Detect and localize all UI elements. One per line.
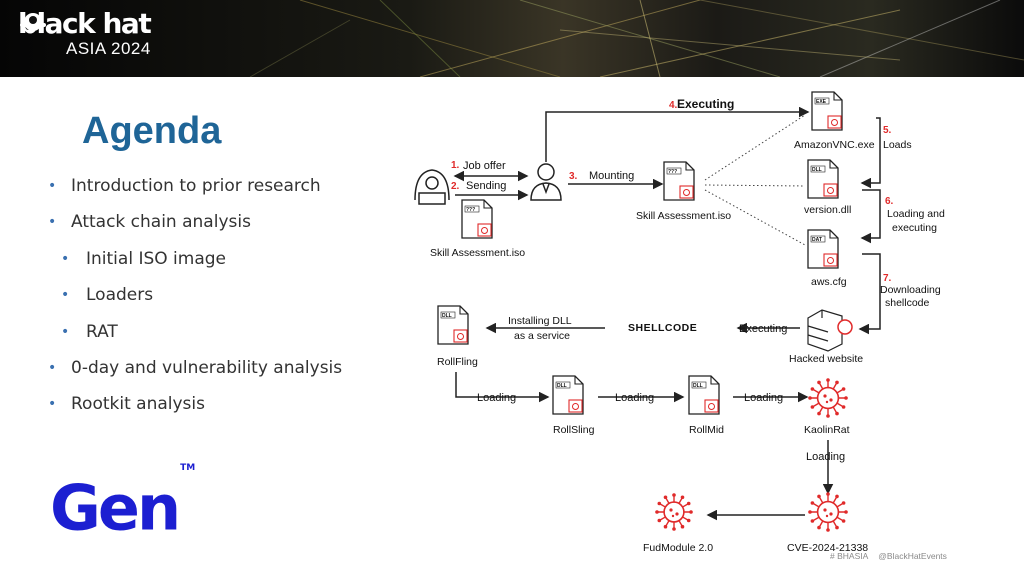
bullet-icon: • xyxy=(48,359,57,376)
virus-icon-cve xyxy=(808,492,848,532)
installing-label-line1: Installing DLL xyxy=(508,315,572,327)
bullet-icon: • xyxy=(48,178,57,194)
footer: # BHASIA @BlackHatEvents xyxy=(830,551,957,561)
recruiter-icon xyxy=(530,163,562,201)
rollfling-label: RollFling xyxy=(437,356,478,368)
step-6-label-line1: Loading and xyxy=(887,208,945,220)
file-type-tag: ??? xyxy=(668,169,677,175)
amazonvnc-label: AmazonVNC.exe xyxy=(794,139,875,151)
bullet-icon: • xyxy=(61,250,70,267)
file-type-tag: DLL xyxy=(812,167,822,173)
step-4-label: Executing xyxy=(677,97,734,111)
kaolinrat-label: KaolinRat xyxy=(804,424,850,436)
step-7-number: 7. xyxy=(883,273,892,284)
cve-label: CVE-2024-21338 xyxy=(787,542,868,554)
loading-label-4: Loading xyxy=(806,451,845,463)
step-1-label: Job offer xyxy=(463,160,506,172)
step-7-label-line1: Downloading xyxy=(880,284,941,296)
downloading-arrow xyxy=(858,253,881,335)
step-2-number: 2. xyxy=(451,181,460,192)
file-icon-iso_mounted: ??? xyxy=(663,161,695,201)
awscfg-label: aws.cfg xyxy=(811,276,847,288)
blackhat-logo: black hat ASIA 2024 xyxy=(18,10,152,58)
banner-background xyxy=(249,0,1024,77)
server-icon xyxy=(807,309,853,352)
step-6-number: 6. xyxy=(885,196,894,207)
step-3-number: 3. xyxy=(569,171,578,182)
agenda-item-text: Introduction to prior research xyxy=(71,176,321,196)
file-type-tag: DLL xyxy=(442,313,452,319)
footer-hashtag: # BHASIA xyxy=(830,551,869,561)
iso-mounted-label: Skill Assessment.iso xyxy=(636,210,731,222)
shellcode-label: SHELLCODE xyxy=(628,322,697,334)
loading-label-3: Loading xyxy=(744,392,783,404)
hacked-website-label: Hacked website xyxy=(789,353,863,365)
agenda-subitem-text: Loaders xyxy=(86,285,154,306)
loading-label-1: Loading xyxy=(477,392,516,404)
rollsling-label: RollSling xyxy=(553,424,595,436)
footer-handle: @BlackHatEvents xyxy=(878,551,947,561)
file-type-tag: DLL xyxy=(693,383,703,389)
executing-arrow xyxy=(545,106,810,162)
bullet-icon: • xyxy=(48,214,57,231)
logo-event: ASIA 2024 xyxy=(66,39,151,58)
loads-arrow xyxy=(860,117,881,189)
step-5-number: 5. xyxy=(883,125,892,136)
virus-icon-kaolinrat xyxy=(808,378,848,418)
iso-contents-lines xyxy=(704,114,806,246)
fudmodule-label: FudModule 2.0 xyxy=(643,542,713,554)
rollmid-label: RollMid xyxy=(689,424,724,436)
gen-logo: GenTM xyxy=(50,463,196,549)
file-icon-rollfling: DLL xyxy=(437,305,469,345)
agenda-subitem-text: Initial ISO image xyxy=(86,248,226,269)
step-5-label: Loads xyxy=(883,139,912,151)
file-type-tag: DAT xyxy=(812,237,822,243)
iso-sent-label: Skill Assessment.iso xyxy=(430,247,525,259)
step-7-label-line2: shellcode xyxy=(885,297,930,309)
file-type-tag: DLL xyxy=(557,383,567,389)
agenda-item-text: Rootkit analysis xyxy=(71,394,205,415)
file-icon-rollmid: DLL xyxy=(688,375,720,415)
executing-label: Executing xyxy=(739,323,787,335)
file-icon-rollsling: DLL xyxy=(552,375,584,415)
gen-logo-text: Gen xyxy=(50,471,181,545)
step-2-label: Sending xyxy=(466,180,506,192)
file-type-tag: ??? xyxy=(466,207,475,213)
bullet-icon: • xyxy=(61,287,70,304)
bullet-icon: • xyxy=(48,396,57,413)
header-banner: black hat ASIA 2024 xyxy=(0,0,1024,77)
hat-icon xyxy=(20,13,46,31)
file-icon-versiondll: DLL xyxy=(807,159,839,199)
loading-arrow-1 xyxy=(455,372,550,403)
gen-logo-tm: TM xyxy=(180,463,196,473)
agenda-subitem-text: RAT xyxy=(86,321,118,342)
installing-label-line2: as a service xyxy=(514,330,570,342)
step-1-number: 1. xyxy=(451,160,460,171)
loading-executing-arrow xyxy=(860,189,881,244)
step-3-label: Mounting xyxy=(589,170,634,182)
versiondll-label: version.dll xyxy=(804,204,851,216)
agenda-item-text: 0-day and vulnerability analysis xyxy=(71,357,343,378)
loading-label-2: Loading xyxy=(615,392,654,404)
file-type-tag: EXE xyxy=(816,99,827,105)
step-4-number: 4. xyxy=(669,100,678,111)
file-icon-iso_sent: ??? xyxy=(461,199,493,239)
bullet-icon: • xyxy=(61,323,70,340)
agenda-item-text: Attack chain analysis xyxy=(71,212,251,233)
virus-icon-fudmodule xyxy=(655,493,693,531)
hacker-icon xyxy=(414,169,450,205)
file-icon-amazonvnc: EXE xyxy=(811,91,843,131)
step-6-label-line2: executing xyxy=(892,222,937,234)
slide-title: Agenda xyxy=(82,110,222,152)
file-icon-awscfg: DAT xyxy=(807,229,839,269)
